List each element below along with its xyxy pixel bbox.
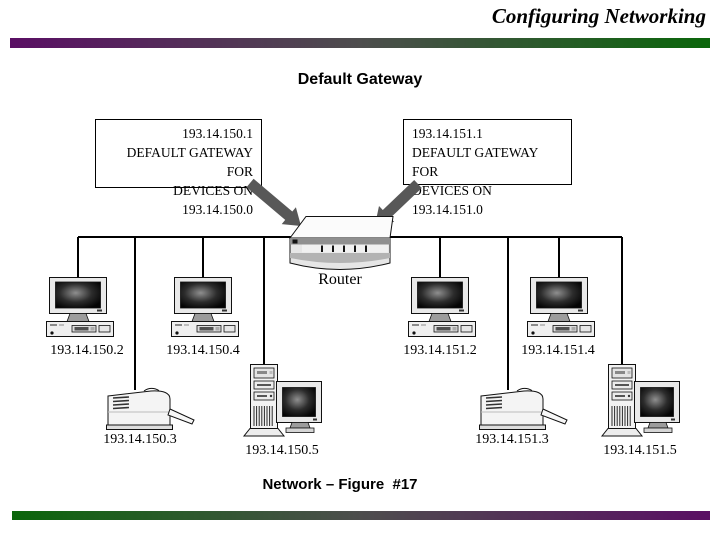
tower-computer-icon-151-5 [601,364,680,437]
desktop-computer-icon-150-4 [171,277,239,337]
arrow-left-gateway-icon [246,178,301,226]
tower-computer-icon-150-5 [243,364,322,437]
printer-icon-150-3 [106,387,195,431]
gateway-left-ip: 193.14.150.1 [182,126,253,141]
device-ip-label: 193.14.151.4 [521,343,595,358]
device-ip-label: 193.14.151.5 [603,443,677,458]
figure-caption: Network – Figure #17 [262,476,418,493]
slide-title: Default Gateway [297,71,423,88]
device-ip-label: 193.14.151.2 [403,343,477,358]
arrow-right-gateway-icon [375,180,422,225]
gateway-left-line3: DEVICES ON 193.14.150.0 [173,183,253,217]
printer-icon-151-3 [479,387,568,431]
gateway-right-line2: DEFAULT GATEWAY FOR [412,145,538,179]
desktop-computer-icon-150-2 [46,277,114,337]
gateway-left-line2: DEFAULT GATEWAY FOR [126,145,253,179]
device-ip-label: 193.14.150.4 [166,343,240,358]
device-ip-label: 193.14.151.3 [475,432,549,447]
gateway-box-right: 193.14.151.1 DEFAULT GATEWAY FOR DEVICES… [403,119,572,217]
router-icon [289,216,394,270]
bottom-divider-bar [12,511,710,520]
gateway-box-left: 193.14.150.1 DEFAULT GATEWAY FOR DEVICES… [95,119,262,217]
header-title: Configuring Networking [491,4,706,28]
device-ip-label: 193.14.150.3 [103,432,177,447]
router-label: Router [318,271,362,288]
gateway-right-line3: DEVICES ON 193.14.151.0 [412,183,492,217]
device-ip-label: 193.14.150.2 [50,343,124,358]
desktop-computer-icon-151-4 [527,277,595,337]
desktop-computer-icon-151-2 [408,277,476,337]
gateway-right-ip: 193.14.151.1 [412,126,483,141]
device-ip-label: 193.14.150.5 [245,443,319,458]
top-divider-bar [10,38,710,48]
